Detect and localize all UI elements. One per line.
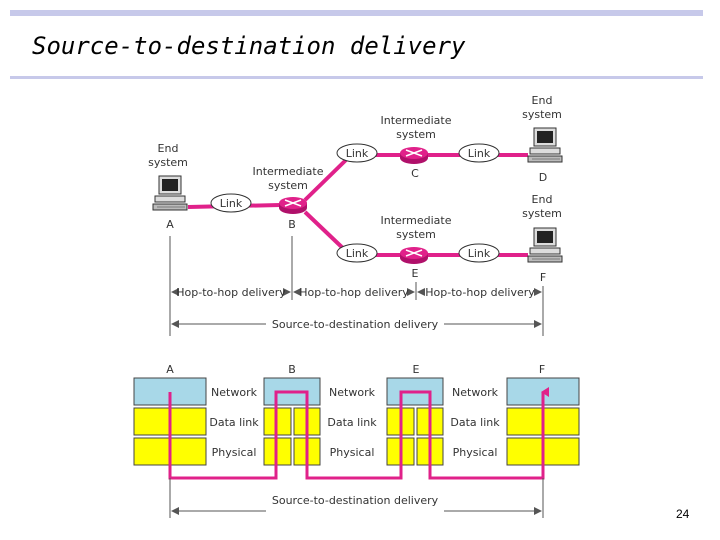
source-to-destination-label-bottom: Source-to-destination delivery xyxy=(272,494,439,507)
column-letters: A B E F xyxy=(166,363,545,376)
svg-text:C: C xyxy=(411,167,419,180)
stack-e-labels: Network Data link Physical xyxy=(450,386,500,459)
svg-text:A: A xyxy=(166,218,174,231)
page-number: 24 xyxy=(676,507,690,521)
stack-a-labels: Network Data link Physical xyxy=(209,386,259,459)
link-oval-cd: Link xyxy=(458,143,500,163)
hop-label-1: Hop-to-hop delivery xyxy=(176,286,286,299)
svg-text:F: F xyxy=(540,271,546,284)
computer-icon xyxy=(527,127,563,163)
svg-text:Link: Link xyxy=(468,147,491,160)
svg-text:B: B xyxy=(288,218,296,231)
svg-text:system: system xyxy=(396,228,436,241)
source-to-destination-guides-bottom xyxy=(169,478,544,518)
svg-text:Network: Network xyxy=(452,386,499,399)
router-icon xyxy=(399,246,429,265)
svg-text:system: system xyxy=(268,179,308,192)
router-icon xyxy=(278,196,308,215)
title-accent-bar-bottom xyxy=(10,76,703,79)
data-path xyxy=(168,387,549,480)
computer-icon xyxy=(152,175,188,211)
svg-text:Intermediate: Intermediate xyxy=(381,214,452,227)
slide-title: Source-to-destination delivery xyxy=(32,32,466,60)
svg-text:Network: Network xyxy=(329,386,376,399)
svg-text:Data link: Data link xyxy=(209,416,259,429)
end-system-a: End system A xyxy=(148,142,188,231)
svg-text:Intermediate: Intermediate xyxy=(381,114,452,127)
svg-text:system: system xyxy=(522,207,562,220)
hop-label-2: Hop-to-hop delivery xyxy=(299,286,409,299)
source-to-destination-label-top: Source-to-destination delivery xyxy=(272,318,439,331)
svg-text:system: system xyxy=(148,156,188,169)
svg-text:Network: Network xyxy=(211,386,258,399)
link-oval-ab: Link xyxy=(210,193,252,213)
title-accent-bar-top xyxy=(10,10,703,16)
svg-text:Link: Link xyxy=(346,147,369,160)
link-oval-be: Link xyxy=(336,243,378,263)
hop-label-3: Hop-to-hop delivery xyxy=(425,286,535,299)
svg-text:Data link: Data link xyxy=(450,416,500,429)
svg-text:Physical: Physical xyxy=(212,446,257,459)
computer-icon xyxy=(527,227,563,263)
intermediate-system-e: Intermediate system E xyxy=(381,214,452,280)
svg-text:End: End xyxy=(532,94,553,107)
stack-b-labels: Network Data link Physical xyxy=(327,386,377,459)
router-icon xyxy=(399,146,429,165)
svg-text:Intermediate: Intermediate xyxy=(253,165,324,178)
delivery-guides xyxy=(169,236,544,336)
svg-text:A: A xyxy=(166,363,174,376)
svg-text:Link: Link xyxy=(220,197,243,210)
svg-text:system: system xyxy=(396,128,436,141)
svg-text:Link: Link xyxy=(346,247,369,260)
svg-text:E: E xyxy=(413,363,420,376)
svg-text:B: B xyxy=(288,363,296,376)
svg-text:E: E xyxy=(412,267,419,280)
svg-text:Physical: Physical xyxy=(453,446,498,459)
svg-text:Physical: Physical xyxy=(330,446,375,459)
end-system-f: End system F xyxy=(522,193,563,284)
svg-text:End: End xyxy=(158,142,179,155)
svg-text:Link: Link xyxy=(468,247,491,260)
svg-text:Data link: Data link xyxy=(327,416,377,429)
svg-text:End: End xyxy=(532,193,553,206)
intermediate-system-c: Intermediate system C xyxy=(381,114,452,180)
link-oval-bc: Link xyxy=(336,143,378,163)
intermediate-system-b: Intermediate system B xyxy=(253,165,324,231)
end-system-d: End system D xyxy=(522,94,563,184)
svg-text:D: D xyxy=(539,171,547,184)
link-oval-ef: Link xyxy=(458,243,500,263)
svg-text:F: F xyxy=(539,363,545,376)
svg-text:system: system xyxy=(522,108,562,121)
